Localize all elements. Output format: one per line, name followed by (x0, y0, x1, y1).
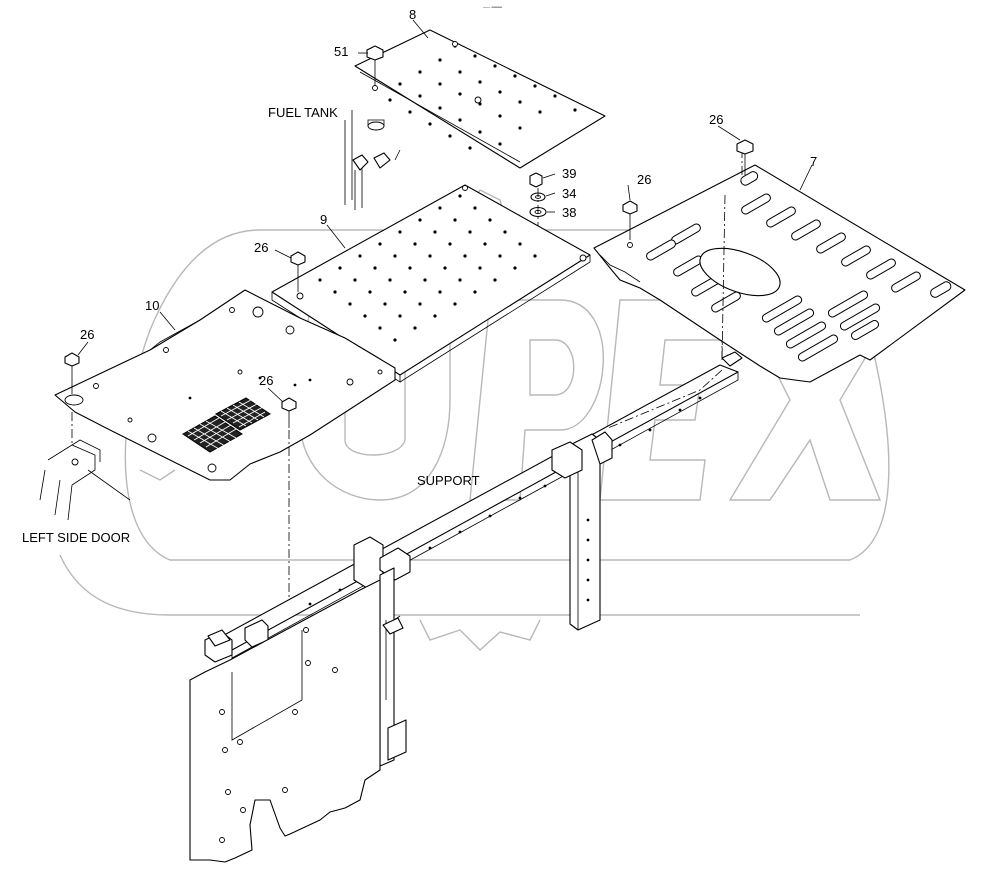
bolt-51 (366, 45, 384, 91)
label-fuel-tank: FUEL TANK (268, 105, 338, 120)
callout-51: 51 (334, 44, 348, 59)
fuel-tank-fittings (344, 110, 401, 210)
support-panel (189, 579, 381, 863)
label-left-side-door: LEFT SIDE DOOR (22, 530, 130, 545)
bolt-26-center (281, 397, 297, 600)
bolt-26-left (64, 352, 80, 394)
callout-26-center: 26 (259, 373, 273, 388)
callout-10: 10 (145, 298, 159, 313)
callout-7: 7 (810, 154, 817, 169)
plate-10 (54, 289, 396, 481)
callout-39: 39 (562, 166, 576, 181)
callout-26-midright: 26 (637, 172, 651, 187)
callout-26-plate9: 26 (254, 240, 268, 255)
callout-9: 9 (320, 212, 327, 227)
bolt-26-right (736, 139, 754, 175)
callout-34: 34 (562, 186, 576, 201)
leader-lines (77, 19, 813, 403)
callout-26-right: 26 (709, 112, 723, 127)
bolt-26-plate9 (290, 251, 306, 292)
header-stamp: ── ═══ (482, 5, 503, 11)
bolt-26-midright (622, 200, 638, 248)
plate-8 (354, 29, 606, 169)
support-frame (204, 340, 743, 767)
callout-38: 38 (562, 205, 576, 220)
callout-26-left: 26 (80, 327, 94, 342)
plate-9 (271, 184, 591, 383)
left-side-door (39, 412, 131, 521)
watermark-outline (59, 189, 902, 651)
label-support: SUPPORT (417, 473, 480, 488)
plate-7 (593, 150, 966, 383)
callout-8: 8 (409, 7, 416, 22)
